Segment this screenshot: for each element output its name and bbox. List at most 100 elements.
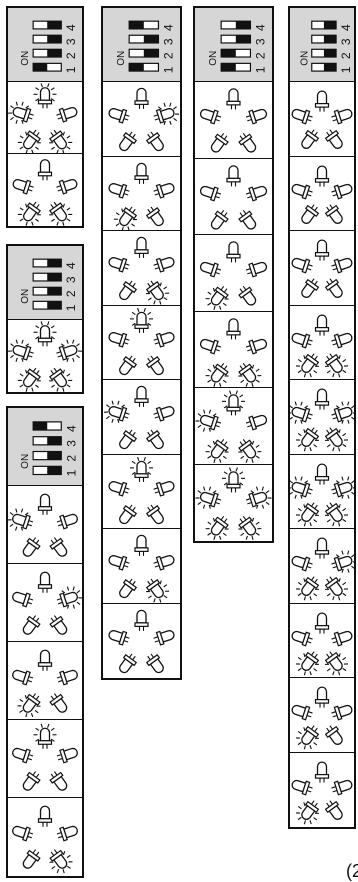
led-lit [54, 583, 82, 613]
led-off [199, 106, 223, 125]
switch-number: 2 [64, 290, 78, 297]
pattern-cell [103, 604, 180, 679]
pattern-cell [290, 604, 354, 679]
pattern-cell [195, 82, 272, 159]
led-off [39, 572, 52, 593]
led-off [152, 329, 176, 348]
led-off [316, 166, 329, 187]
led-off [55, 177, 79, 196]
led-off [116, 651, 139, 675]
led-off [107, 180, 131, 199]
switch-number: 1 [64, 66, 78, 73]
switch-knob [47, 273, 61, 281]
pattern-cell [103, 82, 180, 157]
led-off [135, 237, 148, 258]
led-lit [292, 497, 325, 529]
led-off [316, 91, 329, 112]
led-off [11, 823, 35, 842]
led-lit [54, 336, 82, 366]
switch-number: 2 [64, 455, 78, 462]
pattern-cell [195, 465, 272, 542]
led-off [330, 777, 354, 796]
led-ring [290, 306, 354, 381]
led-ring [290, 604, 354, 679]
switch-knob [129, 63, 144, 71]
led-off [144, 427, 167, 451]
led-lit [103, 398, 132, 428]
switch-number: 2 [253, 52, 267, 59]
switch-knob [33, 63, 47, 71]
led-off [290, 628, 314, 647]
led-off [227, 242, 240, 262]
led-ring [103, 157, 180, 232]
led-lit [195, 406, 224, 436]
led-lit [201, 510, 234, 541]
led-off [152, 180, 176, 199]
led-off [199, 259, 223, 278]
led-ring [195, 82, 272, 159]
led-off [245, 336, 269, 355]
led-off [245, 106, 269, 125]
pattern-cell [290, 231, 354, 306]
led-off [20, 847, 43, 871]
led-ring [8, 486, 82, 564]
led-ring [195, 465, 272, 542]
led-lit [243, 483, 272, 513]
led-off [316, 613, 329, 634]
switch-number: 3 [339, 38, 353, 45]
led-ring [103, 529, 180, 604]
pattern-cell [195, 312, 272, 389]
switch-knob [47, 437, 61, 445]
led-lit [201, 357, 234, 388]
switch-knob [47, 466, 61, 474]
led-ring [290, 529, 354, 604]
led-off [144, 651, 167, 675]
pattern-cell [8, 720, 82, 798]
led-lit [319, 348, 352, 380]
led-lit [43, 125, 76, 154]
led-off [236, 284, 259, 308]
led-ring [8, 154, 82, 226]
led-lit [201, 434, 234, 465]
led-lit [34, 321, 57, 346]
led-ring [290, 82, 354, 157]
led-off [107, 255, 131, 274]
led-off [290, 330, 314, 349]
led-off [20, 769, 43, 793]
led-off [56, 745, 80, 764]
led-lit [34, 83, 57, 108]
led-lit [319, 571, 352, 603]
led-off [55, 105, 79, 124]
led-ring [290, 380, 354, 455]
led-off [208, 131, 231, 155]
led-off [290, 181, 314, 200]
pattern-cell [8, 564, 82, 642]
led-off [116, 427, 139, 451]
led-off [48, 535, 71, 559]
switch-knob [324, 63, 336, 71]
switch-on-label: ON [20, 51, 31, 66]
led-off [107, 478, 131, 497]
led-off [107, 106, 131, 125]
led-off [135, 535, 148, 556]
led-off [116, 129, 139, 153]
pattern-cell [8, 798, 82, 876]
switch-knob [47, 21, 61, 29]
led-lit [195, 483, 224, 513]
switch-on-label: ON [20, 454, 31, 469]
switch-on-label: ON [208, 51, 219, 66]
led-off [39, 494, 52, 515]
switch-number: 2 [161, 52, 175, 59]
led-off [290, 702, 314, 721]
led-off [107, 627, 131, 646]
led-off [245, 259, 269, 278]
switch-on-label: ON [20, 289, 31, 304]
switch-on-label: ON [299, 51, 310, 66]
switch-number: 3 [64, 440, 78, 447]
led-off [330, 330, 354, 349]
led-lit [8, 98, 36, 128]
led-ring [103, 455, 180, 530]
led-off [316, 315, 329, 336]
